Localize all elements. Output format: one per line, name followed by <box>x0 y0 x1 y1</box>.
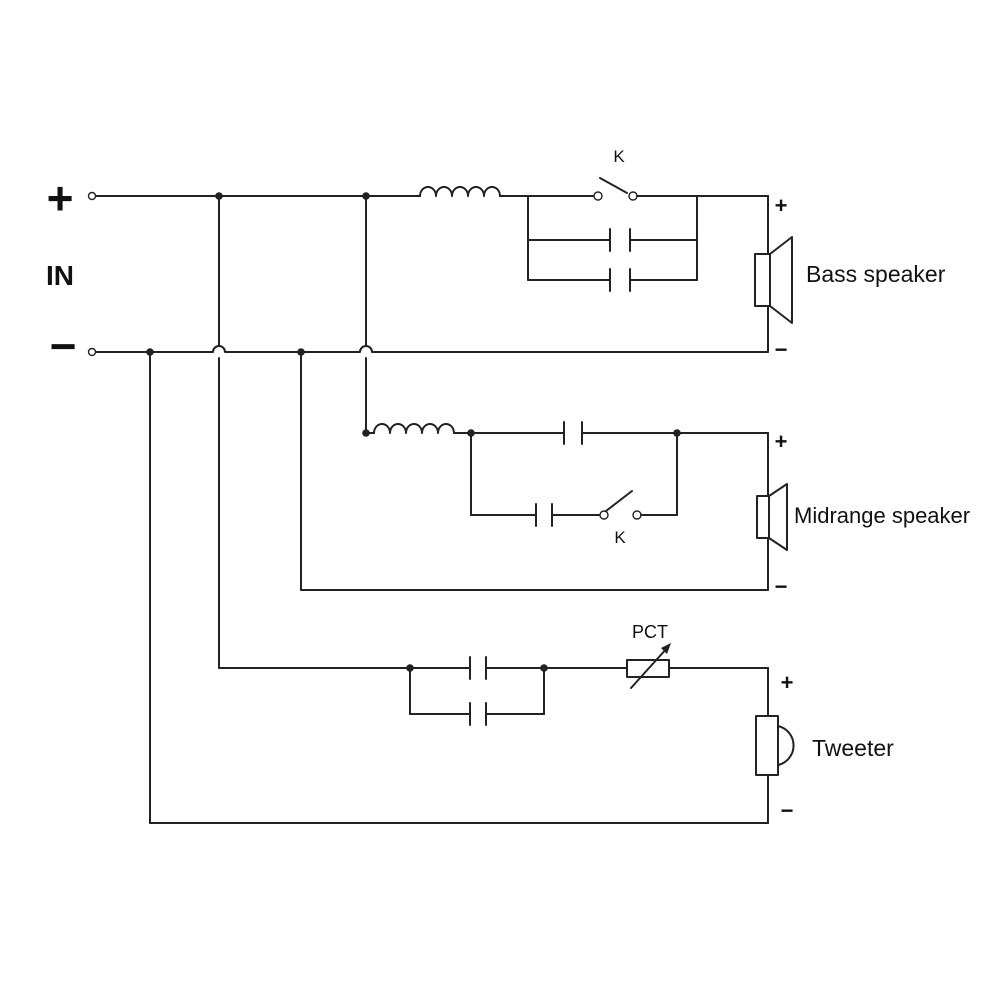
midrange-minus-sign: − <box>775 574 788 599</box>
junction-node <box>540 664 548 672</box>
feed-wires <box>149 195 367 824</box>
negative-rail <box>95 345 769 353</box>
bass-minus-sign: − <box>775 337 788 362</box>
bass-switch <box>593 177 638 201</box>
bass-speaker-label: Bass speaker <box>806 261 946 287</box>
midrange-plus-sign: + <box>775 429 788 454</box>
midrange-inductor <box>373 423 455 434</box>
input-plus-sign: + <box>47 172 74 224</box>
tweeter-plus-sign: + <box>781 670 794 695</box>
bass-capacitor-bank <box>527 195 698 292</box>
bass-inductor <box>419 186 501 197</box>
midrange-switch-branch <box>470 432 678 527</box>
bass-switch-label: K <box>613 147 625 166</box>
midrange-capacitor <box>563 421 583 445</box>
bass-speaker-icon <box>754 195 793 353</box>
tweeter-minus-sign: − <box>781 798 794 823</box>
pct-resistor <box>626 643 671 689</box>
tweeter-speaker-icon <box>755 667 795 824</box>
midrange-speaker-icon <box>756 432 788 591</box>
midrange-speaker-label: Midrange speaker <box>794 503 970 528</box>
input-plus-terminal <box>87 191 97 201</box>
input-minus-sign: − <box>50 320 77 372</box>
pct-label: PCT <box>632 622 668 642</box>
tweeter-capacitor-bank <box>409 656 628 726</box>
midrange-switch-label: K <box>614 528 626 547</box>
input-minus-terminal <box>87 347 97 357</box>
tweeter-label: Tweeter <box>812 735 894 761</box>
input-label: IN <box>46 260 74 291</box>
bass-plus-sign: + <box>775 193 788 218</box>
